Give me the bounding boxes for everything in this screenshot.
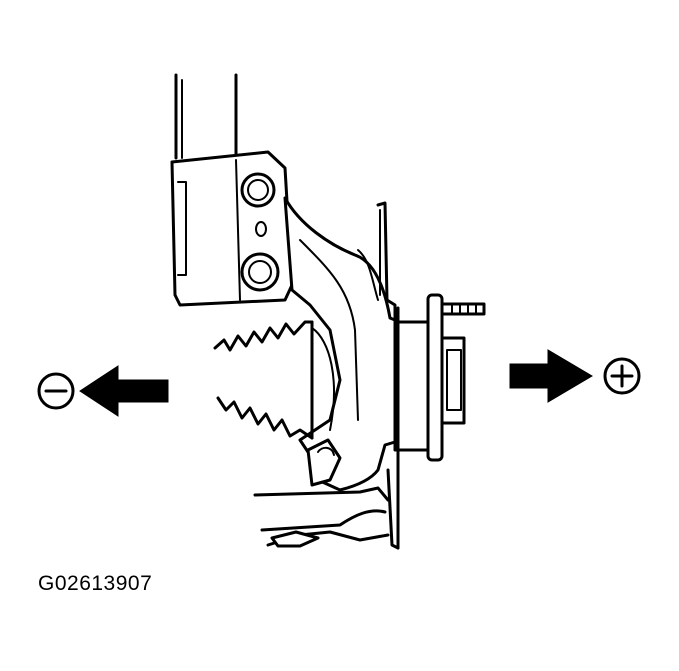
- arrow-left-icon: [79, 365, 169, 417]
- lower-ball-joint: [306, 438, 342, 487]
- strut-tube: [174, 73, 238, 160]
- steering-knuckle: [283, 196, 397, 492]
- hub-flange: [393, 293, 466, 462]
- minus-circle-icon: [37, 372, 75, 410]
- bracket-bolt-upper: [240, 172, 276, 208]
- splash-shield: [376, 201, 397, 322]
- plus-circle-icon: [603, 357, 641, 395]
- arrow-right-icon: [509, 349, 593, 403]
- bracket-hole: [255, 221, 267, 237]
- figure-id: G02613907: [38, 572, 153, 595]
- wheel-stud: [440, 302, 486, 316]
- lower-control-arm: [253, 306, 400, 550]
- bracket-bolt-lower: [240, 252, 280, 292]
- drive-shaft-boot: [213, 320, 335, 440]
